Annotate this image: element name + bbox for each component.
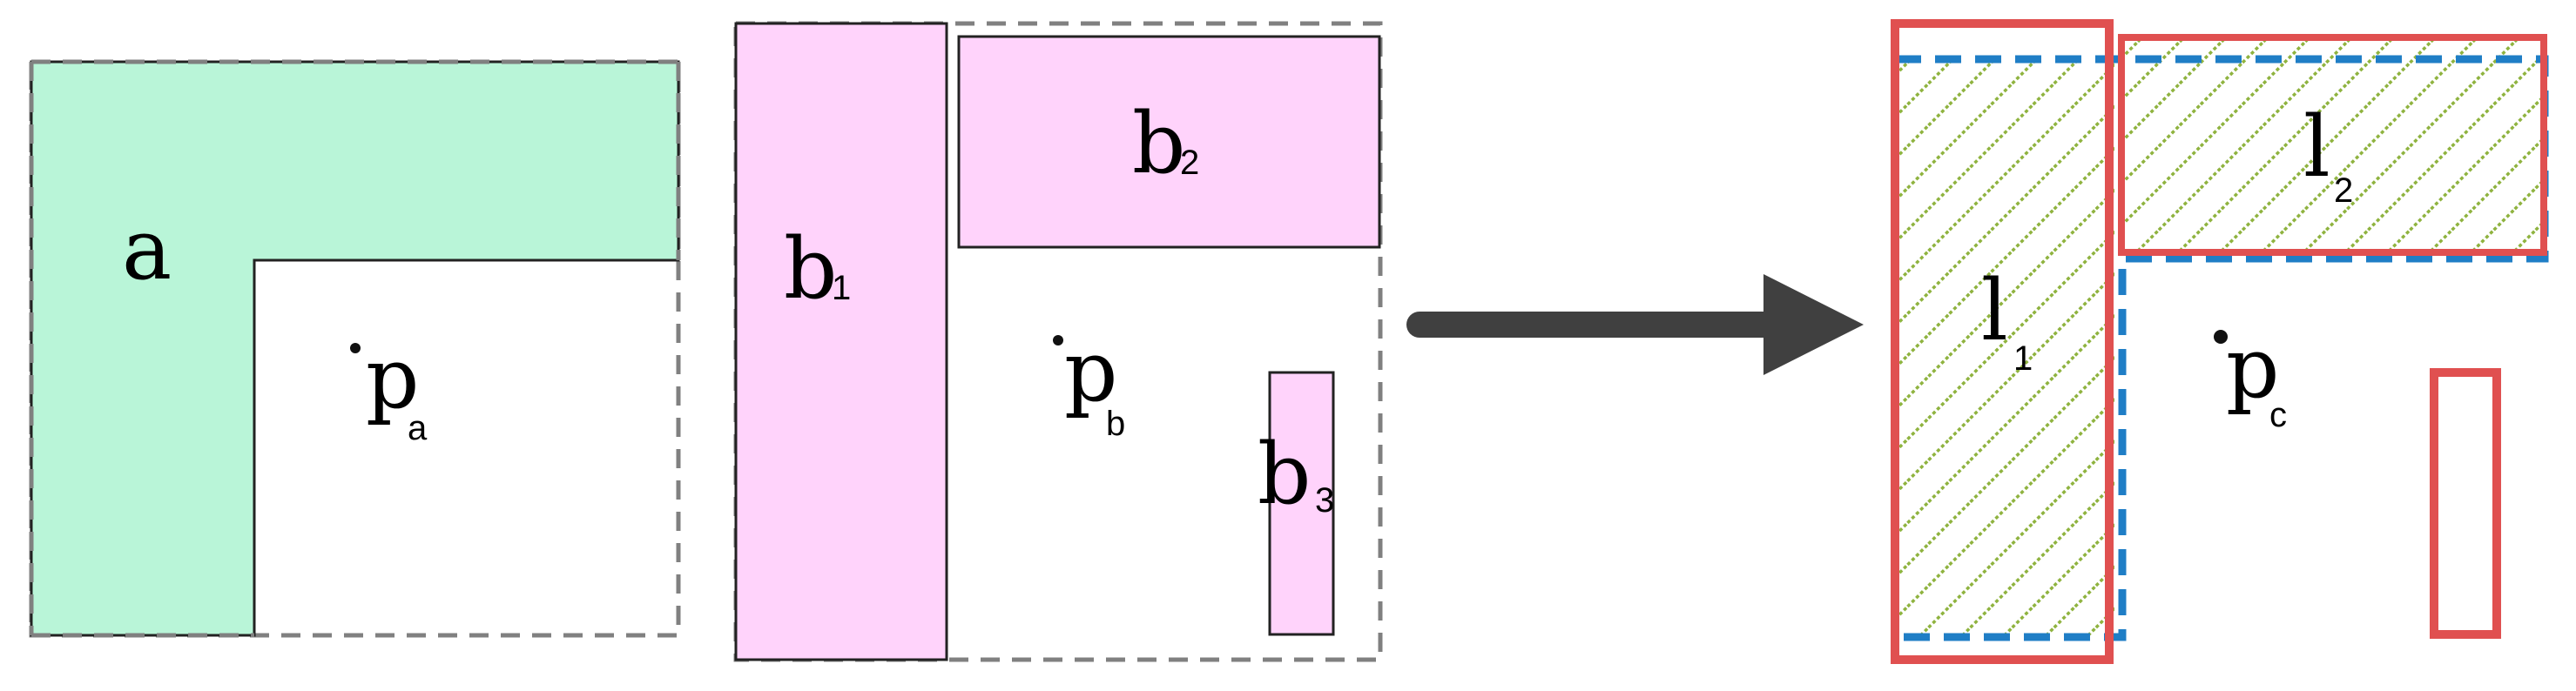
rect-l2-outline: [2118, 34, 2547, 256]
point-pb: [1053, 335, 1063, 346]
panel-c: l 1 l 2 p c: [1891, 19, 2549, 664]
label-l1-sub: 1: [2013, 339, 2033, 378]
label-pa-sub: a: [408, 409, 428, 447]
point-pc: [2214, 330, 2228, 344]
region-l1-hatch: [1898, 61, 2114, 637]
rect-b1: [734, 22, 948, 661]
panel-a: a p a: [29, 59, 681, 638]
rect-b2: [957, 35, 1381, 249]
label-pc: p: [2226, 319, 2279, 417]
label-b3-sub: 3: [1315, 481, 1334, 520]
panel-b: b 1 b 2 b 3 p b: [733, 21, 1383, 662]
point-pa: [350, 343, 361, 353]
label-pb-sub: b: [1106, 405, 1125, 443]
transform-arrow: [1406, 274, 1864, 375]
label-l2: l: [2303, 98, 2330, 196]
label-b1-sub: 1: [832, 269, 851, 307]
label-pa: p: [366, 330, 419, 427]
label-a: a: [122, 201, 172, 299]
label-b3: b: [1258, 426, 1311, 523]
rect-c3-outline: [2430, 368, 2501, 639]
label-l2-sub: 2: [2334, 171, 2353, 210]
rect-l1-outline: [1891, 19, 2114, 664]
label-pc-sub: c: [2269, 396, 2287, 434]
label-b1: b: [784, 220, 837, 318]
rect-b3: [1268, 371, 1335, 636]
label-pb: p: [1064, 323, 1117, 420]
label-b2-sub: 2: [1180, 144, 1199, 182]
label-l1: l: [1981, 262, 2008, 359]
label-b2: b: [1132, 95, 1185, 192]
region-l2-hatch: [2119, 37, 2546, 252]
